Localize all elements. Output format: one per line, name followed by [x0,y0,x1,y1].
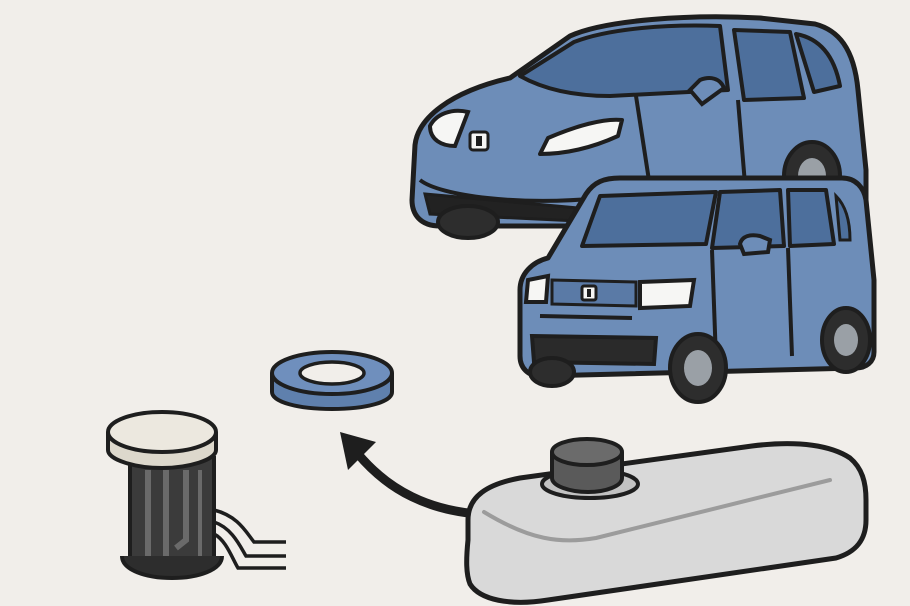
minivan-icon [409,14,869,240]
fuel-tank-icon [464,437,869,605]
kei-car-icon [517,175,877,404]
seal-ring-icon [270,350,394,411]
curved-arrow-icon [340,432,483,519]
fuel-pump-icon [106,410,286,581]
